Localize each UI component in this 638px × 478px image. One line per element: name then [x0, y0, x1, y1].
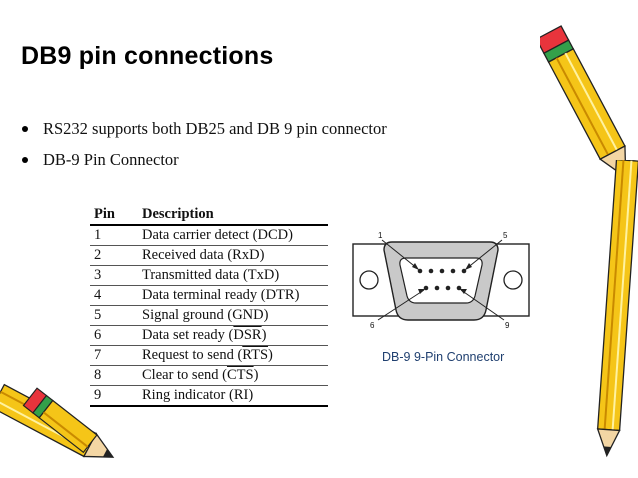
- pencil-body: [596, 160, 638, 432]
- table-row: 2 Received data (RxD): [90, 245, 328, 266]
- slide-title: DB9 pin connections: [21, 42, 274, 70]
- pin-description: Signal ground (GND): [138, 305, 328, 326]
- pencil-tip: [596, 428, 621, 458]
- pin-description: Ring indicator (RI): [138, 385, 328, 407]
- pencil-tip: [82, 432, 115, 458]
- header-pin: Pin: [90, 205, 138, 226]
- bullet-icon: [22, 126, 28, 132]
- pencil-icon: [596, 160, 638, 458]
- pin-number: 8: [90, 365, 138, 386]
- pin-number: 5: [90, 305, 138, 326]
- pin-leader-lines: [377, 239, 505, 321]
- table-row: 4 Data terminal ready (DTR): [90, 285, 328, 306]
- signal-abbrev: RTS: [242, 347, 269, 363]
- pin-number: 2: [90, 245, 138, 266]
- table-row: 7 Request to send (RTS): [90, 345, 328, 366]
- connector-caption: DB-9 9-Pin Connector: [382, 350, 505, 364]
- pencil-icon: [540, 25, 627, 179]
- db9-connector-diagram: 1 5 6 9: [352, 231, 530, 330]
- desc-text: ): [253, 367, 259, 383]
- pin-number: 4: [90, 285, 138, 306]
- desc-text: Request to send (: [142, 347, 243, 363]
- pin-table: Pin Description 1 Data carrier detect (D…: [90, 205, 328, 407]
- table-row: 8 Clear to send (CTS): [90, 365, 328, 386]
- pin-number: 7: [90, 345, 138, 366]
- pin-row-top: [417, 268, 467, 274]
- bullet-icon: [22, 157, 28, 163]
- mount-hole-right: [503, 270, 523, 290]
- bullet-text: RS232 supports both DB25 and DB 9 pin co…: [43, 119, 387, 138]
- signal-abbrev: DSR: [233, 327, 262, 343]
- pin-number: 6: [90, 325, 138, 346]
- table-row: 5 Signal ground (GND): [90, 305, 328, 326]
- table-header-row: Pin Description: [90, 205, 328, 226]
- pin-row-bottom: [423, 285, 462, 291]
- pin-number: 1: [90, 225, 138, 246]
- pin-description: Data set ready (DSR): [138, 325, 328, 346]
- table-row: 3 Transmitted data (TxD): [90, 265, 328, 286]
- mount-hole-left: [359, 270, 379, 290]
- bullet-text: DB-9 Pin Connector: [43, 150, 179, 169]
- pencil-icon: [0, 383, 115, 458]
- desc-text: Clear to send (: [142, 367, 227, 383]
- pin-description: Request to send (RTS): [138, 345, 328, 366]
- label-pin-5: 5: [503, 231, 508, 240]
- desc-text: ): [261, 327, 267, 343]
- pin-number: 3: [90, 265, 138, 286]
- header-description: Description: [138, 205, 328, 226]
- pin-description: Data terminal ready (DTR): [138, 285, 328, 306]
- signal-abbrev: CTS: [226, 367, 254, 383]
- table-row: 1 Data carrier detect (DCD): [90, 225, 328, 246]
- desc-text: Data set ready (: [142, 327, 234, 343]
- table-row: 9 Ring indicator (RI): [90, 385, 328, 407]
- pin-description: Data carrier detect (DCD): [138, 225, 328, 246]
- pin-description: Transmitted data (TxD): [138, 265, 328, 286]
- desc-text: ): [268, 347, 273, 363]
- label-pin-9: 9: [505, 321, 510, 330]
- label-pin-1: 1: [378, 231, 383, 240]
- arrow-heads: [412, 263, 472, 294]
- pin-number: 9: [90, 385, 138, 407]
- pin-description: Clear to send (CTS): [138, 365, 328, 386]
- pencil-body: [38, 399, 98, 454]
- table-row: 6 Data set ready (DSR): [90, 325, 328, 346]
- pin-description: Received data (RxD): [138, 245, 328, 266]
- label-pin-6: 6: [370, 321, 375, 330]
